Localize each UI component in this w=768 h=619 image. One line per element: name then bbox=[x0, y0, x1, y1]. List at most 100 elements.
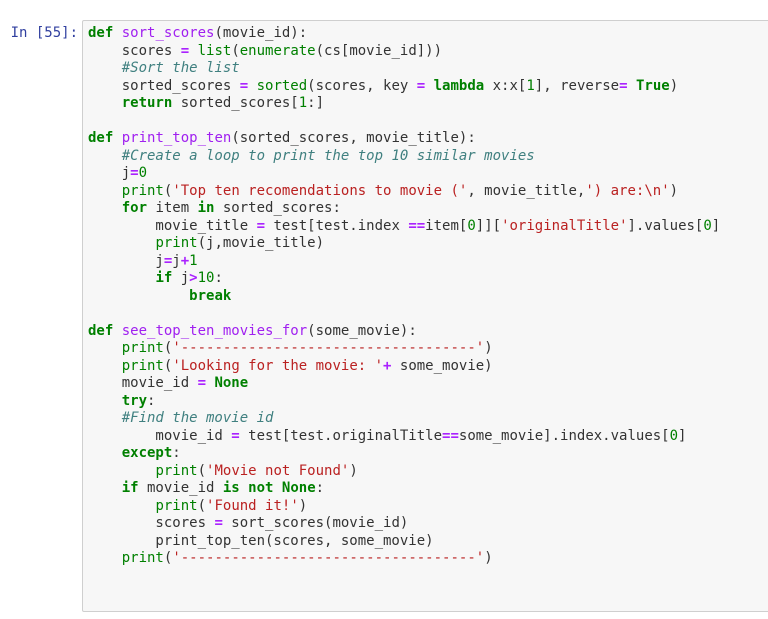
token-text: (movie_id): bbox=[214, 25, 308, 41]
token-text bbox=[88, 410, 122, 426]
token-text bbox=[88, 288, 189, 304]
token-text: (some_movie): bbox=[307, 322, 417, 339]
code-line: except: bbox=[88, 445, 720, 463]
token-text bbox=[248, 78, 256, 94]
token-def: print_top_ten bbox=[121, 130, 232, 146]
token-text: ]][ bbox=[475, 217, 502, 234]
code-line: if movie_id is not None: bbox=[88, 480, 720, 498]
token-text: movie_id bbox=[88, 427, 232, 444]
token-text: ) bbox=[298, 497, 308, 514]
token-text: ) bbox=[484, 340, 493, 356]
token-text: ) bbox=[669, 77, 679, 94]
token-text bbox=[88, 235, 155, 251]
token-text: test[test.originalTitle bbox=[239, 427, 443, 444]
code-line: #Create a loop to print the top 10 simil… bbox=[88, 148, 720, 166]
code-line: movie_id = None bbox=[88, 375, 720, 393]
token-text: movie_id bbox=[88, 375, 198, 391]
token-text bbox=[113, 323, 121, 339]
code-line bbox=[88, 113, 720, 131]
token-op: = bbox=[180, 42, 190, 59]
token-cm: #Sort the list bbox=[121, 60, 240, 76]
token-text bbox=[88, 340, 122, 356]
token-text bbox=[88, 95, 122, 111]
token-str: '-----------------------------------' bbox=[172, 550, 485, 566]
code-line: #Find the movie id bbox=[88, 410, 720, 428]
token-kw: except bbox=[121, 445, 173, 461]
code-line: print('Top ten recomendations to movie (… bbox=[88, 183, 720, 201]
token-text: ( bbox=[163, 182, 173, 199]
code-line: print('---------------------------------… bbox=[88, 340, 720, 358]
token-num: 10 bbox=[197, 270, 215, 286]
token-op: + bbox=[180, 252, 190, 269]
code-line: for item in sorted_scores: bbox=[88, 200, 720, 218]
token-text: test[test.index bbox=[265, 217, 409, 234]
token-str: 'Looking for the movie: ' bbox=[172, 357, 384, 374]
token-kw: lambda bbox=[433, 77, 485, 94]
code-line: print('Movie not Found') bbox=[88, 463, 720, 481]
token-text: j bbox=[172, 252, 181, 269]
token-op: = bbox=[619, 77, 628, 94]
token-text: movie_id bbox=[138, 480, 223, 496]
token-text: ] bbox=[711, 217, 721, 234]
token-text bbox=[88, 550, 122, 566]
token-bi: enumerate bbox=[239, 42, 316, 59]
token-num: 0 bbox=[669, 427, 679, 444]
token-text: :] bbox=[307, 95, 325, 111]
token-text: ( bbox=[197, 462, 207, 479]
token-text bbox=[240, 480, 248, 496]
token-bi: print bbox=[155, 462, 198, 479]
token-text: (sorted_scores, movie_title): bbox=[231, 130, 476, 146]
code-line: print('Found it!') bbox=[88, 498, 720, 516]
token-text: (cs[movie_id])) bbox=[315, 42, 443, 59]
token-text: , movie_title, bbox=[467, 182, 586, 199]
token-text: : bbox=[214, 270, 223, 286]
token-text: print_top_ten(scores, some_movie) bbox=[88, 532, 434, 549]
token-text bbox=[88, 480, 122, 496]
code-line: print('---------------------------------… bbox=[88, 550, 720, 568]
token-bi: print bbox=[155, 235, 198, 251]
token-bi: print bbox=[121, 340, 164, 356]
token-text: ) bbox=[669, 182, 679, 199]
token-text: j bbox=[88, 165, 131, 181]
token-text: ( bbox=[197, 497, 207, 514]
token-kw: def bbox=[88, 322, 114, 339]
token-bi: print bbox=[121, 182, 164, 199]
code-editor[interactable]: def sort_scores(movie_id): scores = list… bbox=[88, 25, 720, 568]
token-def: see_top_ten_movies_for bbox=[121, 322, 308, 339]
token-text: item[ bbox=[425, 217, 468, 234]
token-text bbox=[88, 60, 122, 76]
token-kw: None bbox=[214, 375, 249, 391]
token-op: = bbox=[416, 77, 426, 94]
token-kw: break bbox=[189, 287, 232, 304]
token-kw: if bbox=[121, 480, 139, 496]
token-text: : bbox=[172, 445, 181, 461]
code-line: if j>10: bbox=[88, 270, 720, 288]
token-str: '-----------------------------------' bbox=[172, 340, 485, 356]
token-str: 'Top ten recomendations to movie (' bbox=[172, 182, 468, 199]
token-text: sorted_scores bbox=[88, 77, 240, 94]
token-text: sort_scores(movie_id) bbox=[222, 515, 409, 531]
token-text bbox=[88, 393, 122, 409]
token-op: = bbox=[197, 375, 207, 391]
token-text bbox=[88, 463, 155, 479]
token-text bbox=[88, 148, 122, 164]
token-text: ] bbox=[678, 427, 687, 444]
token-str: 'originalTitle' bbox=[501, 217, 628, 234]
code-line: print('Looking for the movie: '+ some_mo… bbox=[88, 358, 720, 376]
token-text: scores bbox=[88, 42, 181, 59]
code-line bbox=[88, 305, 720, 323]
token-text: (scores, key bbox=[307, 77, 417, 94]
token-op: = bbox=[214, 515, 223, 531]
token-text: ( bbox=[163, 550, 173, 566]
token-bi: print bbox=[121, 357, 164, 374]
token-text: sorted_scores[ bbox=[172, 95, 299, 111]
token-text: scores bbox=[88, 515, 215, 531]
token-kw: for bbox=[121, 200, 148, 216]
token-text: ) bbox=[484, 550, 493, 566]
token-bi: print bbox=[155, 497, 198, 514]
token-kw: True bbox=[635, 77, 670, 94]
code-line: print_top_ten(scores, some_movie) bbox=[88, 533, 720, 551]
token-op: = bbox=[231, 427, 240, 444]
token-text bbox=[425, 78, 433, 94]
code-cell-input[interactable]: def sort_scores(movie_id): scores = list… bbox=[82, 20, 768, 612]
